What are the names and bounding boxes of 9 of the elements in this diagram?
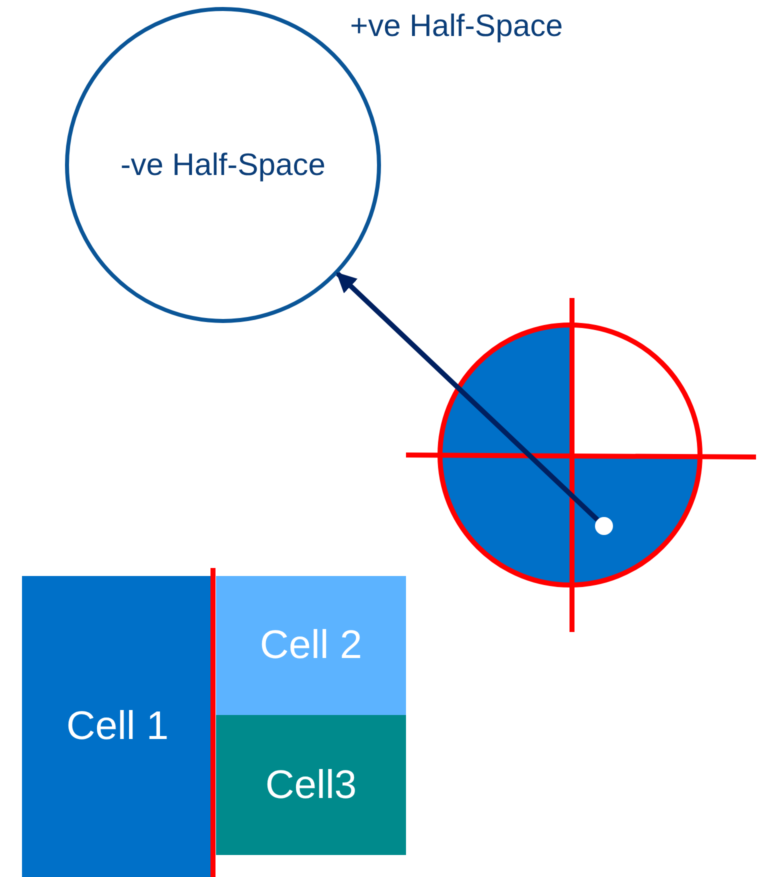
node-label: Cell 1 bbox=[66, 704, 169, 749]
region-label: +ve Half-Space bbox=[350, 8, 563, 44]
cell-region bbox=[22, 576, 213, 877]
cell-region bbox=[216, 576, 406, 715]
node-label: Cell 2 bbox=[260, 623, 362, 668]
node-label: -ve Half-Space bbox=[120, 147, 326, 183]
node-label: Cell3 bbox=[265, 762, 357, 808]
cell-region bbox=[216, 715, 406, 855]
arrow bbox=[336, 272, 600, 522]
